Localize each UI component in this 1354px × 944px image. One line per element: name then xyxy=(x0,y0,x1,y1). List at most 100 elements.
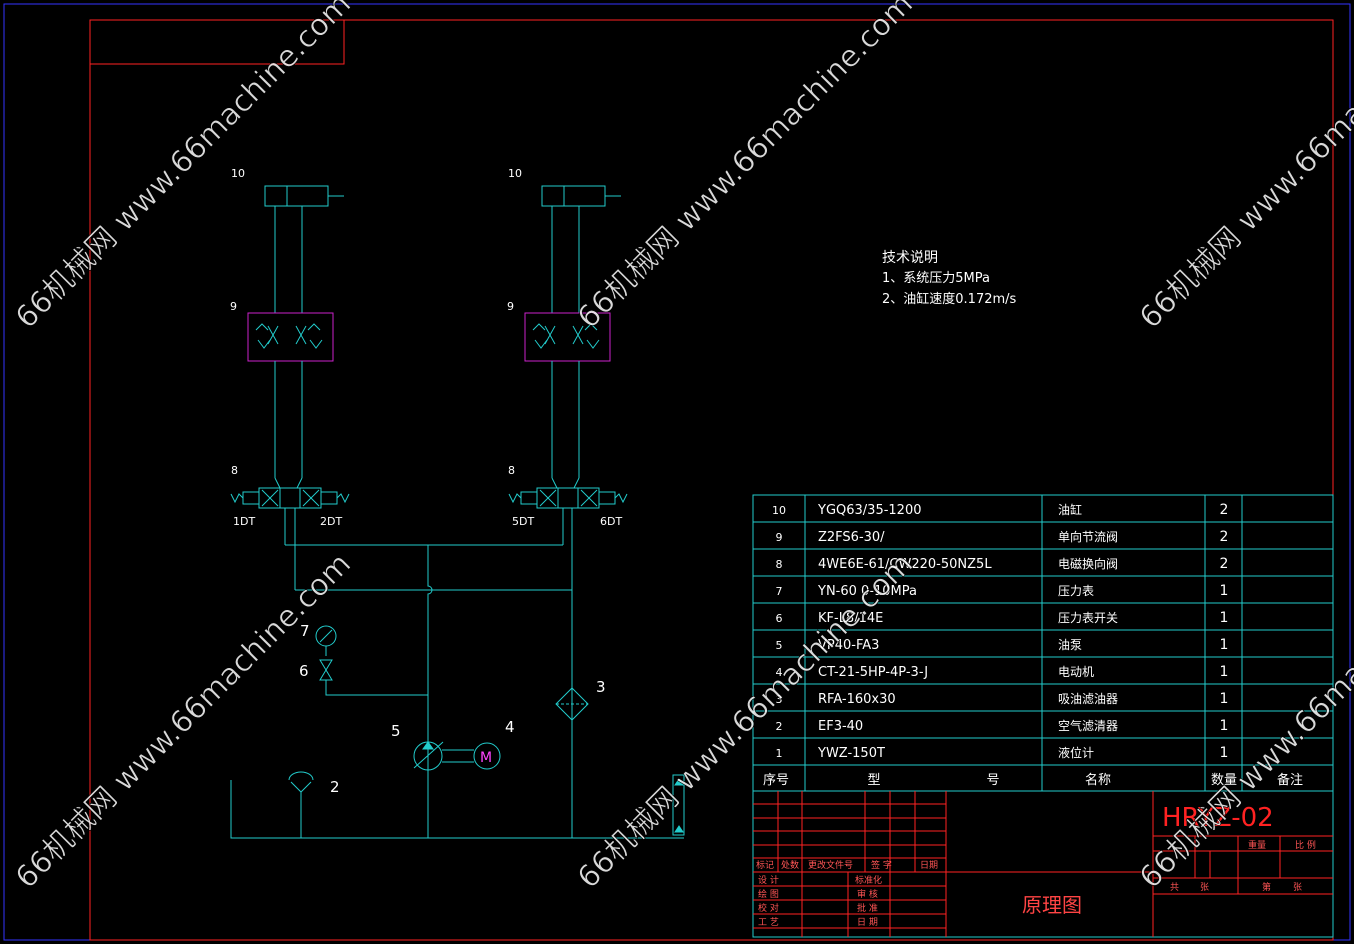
bom-row-model: EF3-40 xyxy=(818,719,863,734)
sign-process: 工 艺 xyxy=(758,917,779,928)
bom-row-name: 油泵 xyxy=(1058,638,1082,652)
bom-row-model: YWZ-150T xyxy=(817,746,885,761)
drawing-number: HRYZ-02 xyxy=(1162,803,1274,833)
rev-header-count: 处数 xyxy=(781,859,799,871)
bom-row-model: YGQ63/35-1200 xyxy=(817,503,922,518)
sheet-no-unit: 张 xyxy=(1293,882,1302,893)
bom-header-type-suffix: 号 xyxy=(986,773,999,788)
bom-row-qty: 1 xyxy=(1220,664,1229,680)
header-weight: 重量 xyxy=(1248,839,1266,851)
suction-filter xyxy=(290,781,312,793)
label-valve-left: 8 xyxy=(231,464,238,477)
tech-note-2: 2、油缸速度0.172m/s xyxy=(882,291,1017,307)
label-cylinder-left: 10 xyxy=(231,167,245,180)
motor-symbol: M xyxy=(480,750,492,766)
label-sol-1: 1DT xyxy=(233,515,255,528)
label-throttle-left: 9 xyxy=(230,300,237,313)
corner-box xyxy=(90,20,345,65)
level-gauge xyxy=(672,774,685,836)
sign-approve: 批 准 xyxy=(857,902,878,914)
bom-header-no: 序号 xyxy=(763,773,789,788)
watermark-6: 66机械网 www.66machine.com xyxy=(1133,546,1354,895)
left-circuit xyxy=(230,185,350,590)
title-block xyxy=(752,790,1334,938)
bom-row-no: 9 xyxy=(776,531,783,544)
drawing-title: 原理图 xyxy=(1022,893,1082,917)
header-scale: 比 例 xyxy=(1295,839,1316,851)
label-sol-6: 6DT xyxy=(600,515,622,528)
gauge-switch xyxy=(319,659,333,681)
sign-review: 审 核 xyxy=(857,888,878,900)
bom-row-no: 1 xyxy=(776,747,783,760)
watermark-5: 66机械网 www.66machine.com xyxy=(571,546,920,895)
bom-row-name: 压力表 xyxy=(1058,584,1094,598)
sign-check: 校 对 xyxy=(758,902,779,914)
sign-drawing: 绘 图 xyxy=(758,888,779,900)
bom-row-name: 空气滤清器 xyxy=(1058,718,1118,733)
rev-header-doc: 更改文件号 xyxy=(808,859,853,871)
label-throttle-right: 9 xyxy=(507,300,514,313)
bom-header-qty: 数量 xyxy=(1211,773,1237,788)
bom-row-qty: 1 xyxy=(1220,583,1229,599)
cylinder-right xyxy=(541,185,606,207)
label-valve-right: 8 xyxy=(508,464,515,477)
bom-row-name: 电动机 xyxy=(1058,665,1094,679)
label-cylinder-right: 10 xyxy=(508,167,522,180)
bom-row-model: VP40-FA3 xyxy=(818,638,879,653)
bom-row-no: 2 xyxy=(776,720,783,733)
bom-row-name: 液位计 xyxy=(1058,745,1094,760)
watermark-3: 66机械网 www.66machine.com xyxy=(1133,0,1354,336)
bom-header-name: 名称 xyxy=(1085,772,1111,788)
sign-design: 设 计 xyxy=(758,874,779,886)
motor xyxy=(473,742,501,770)
sheet-total: 共 xyxy=(1170,882,1179,893)
bom-row-model: YN-60 0-10MPa xyxy=(817,584,917,599)
bom-row-no: 7 xyxy=(776,585,783,598)
bom-row-qty: 1 xyxy=(1220,745,1229,761)
bom-row-name: 油缸 xyxy=(1058,502,1082,517)
throttle-symbols xyxy=(255,323,600,349)
bom-row-name: 压力表开关 xyxy=(1058,611,1118,625)
bom-row-model: Z2FS6-30/ xyxy=(818,530,885,545)
cylinder-left xyxy=(264,185,329,207)
bom-row-no: 3 xyxy=(776,693,783,706)
bom-row-no: 8 xyxy=(776,558,783,571)
air-filter xyxy=(555,687,589,721)
bom-row-model: CT-21-5HP-4P-3-J xyxy=(818,665,928,680)
sign-standard: 标准化 xyxy=(855,874,882,886)
bom-row-qty: 1 xyxy=(1220,718,1229,734)
sheet-no: 第 xyxy=(1262,881,1271,893)
watermark-4: 66机械网 www.66machine.com xyxy=(9,546,358,895)
bom-row-name: 单向节流阀 xyxy=(1058,529,1118,544)
drawing-frame xyxy=(89,19,1334,941)
bom-row-qty: 1 xyxy=(1220,610,1229,626)
label-sol-5: 5DT xyxy=(512,515,534,528)
label-gauge: 7 xyxy=(300,622,310,640)
bom-row-no: 10 xyxy=(772,504,786,517)
bom-row-model: 4WE6E-61/CW220-50NZ5L xyxy=(818,557,992,572)
bom-row-qty: 2 xyxy=(1220,529,1229,545)
bom-row-no: 5 xyxy=(776,639,783,652)
bom-row-qty: 2 xyxy=(1220,556,1229,572)
bom-header-type: 型 xyxy=(867,773,880,788)
label-suction-filter: 2 xyxy=(330,778,340,796)
tech-notes-heading: 技术说明 xyxy=(882,250,938,266)
right-circuit xyxy=(508,185,628,838)
label-motor: 4 xyxy=(505,718,515,736)
rev-header-date: 日期 xyxy=(920,860,938,871)
bom-row-qty: 1 xyxy=(1220,637,1229,653)
sheet-total-unit: 张 xyxy=(1200,882,1209,893)
sign-date: 日 期 xyxy=(857,917,878,928)
watermark-2: 66机械网 www.66machine.com xyxy=(571,0,920,336)
bom-row-name: 电磁换向阀 xyxy=(1058,556,1118,571)
bom-header-remark: 备注 xyxy=(1277,772,1303,788)
bom-row-name: 吸油滤油器 xyxy=(1058,692,1118,706)
label-sol-2: 2DT xyxy=(320,515,342,528)
supply-piping xyxy=(230,544,685,839)
watermark-1: 66机械网 www.66machine.com xyxy=(9,0,358,336)
throttle-valve-left xyxy=(247,312,334,362)
bom-row-qty: 2 xyxy=(1220,502,1229,518)
bom-row-no: 4 xyxy=(776,666,783,679)
label-gauge-switch: 6 xyxy=(299,662,309,680)
